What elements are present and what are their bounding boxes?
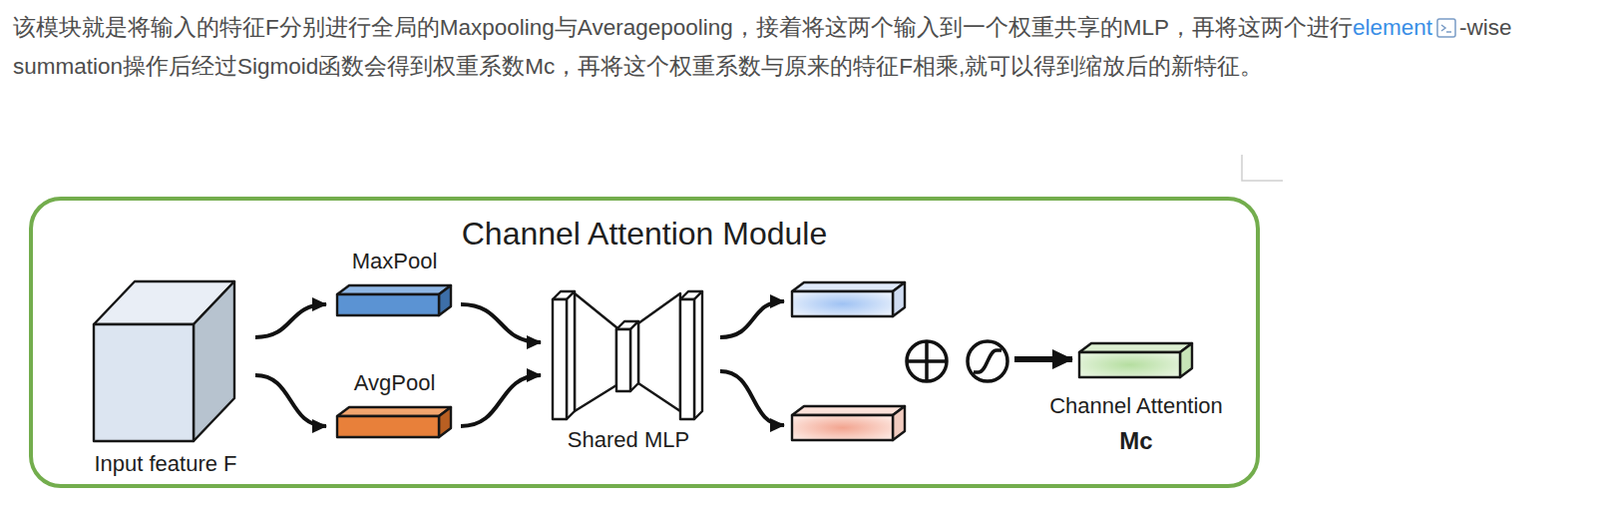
output-symbol: Mc (1029, 426, 1243, 455)
module-frame: Channel Attention ModuleInput feature F M… (28, 196, 1260, 488)
curved-arrow (460, 304, 541, 343)
curved-arrow (255, 304, 327, 338)
link-text: element (1352, 14, 1433, 40)
link-icon (1436, 17, 1457, 38)
cube-label: Input feature F (75, 450, 256, 477)
bar-label: AvgPool (328, 370, 461, 397)
mlp-label: Shared MLP (542, 426, 715, 453)
corner-mark (1241, 154, 1283, 181)
module-title: Channel Attention Module (28, 213, 1260, 254)
output-label: Channel Attention (1029, 393, 1243, 419)
maxpool-bar: MaxPool (328, 245, 461, 320)
intro-paragraph: 该模块就是将输入的特征F分别进行全局的Maxpooling与Averagepoo… (12, 8, 1582, 86)
curved-arrow (255, 375, 327, 426)
shared-mlp: Shared MLP (542, 281, 715, 457)
avgpool-bar: AvgPool (328, 367, 461, 441)
input-feature-cube: Input feature F (75, 281, 256, 479)
paragraph-text: 该模块就是将输入的特征F分别进行全局的Maxpooling与Averagepoo… (12, 14, 1353, 40)
channel-attention-bar: Channel AttentionMc (1029, 333, 1243, 466)
curved-arrow (460, 375, 541, 426)
input-feature-cube-shape (79, 281, 252, 479)
bar-label: MaxPool (328, 248, 461, 275)
